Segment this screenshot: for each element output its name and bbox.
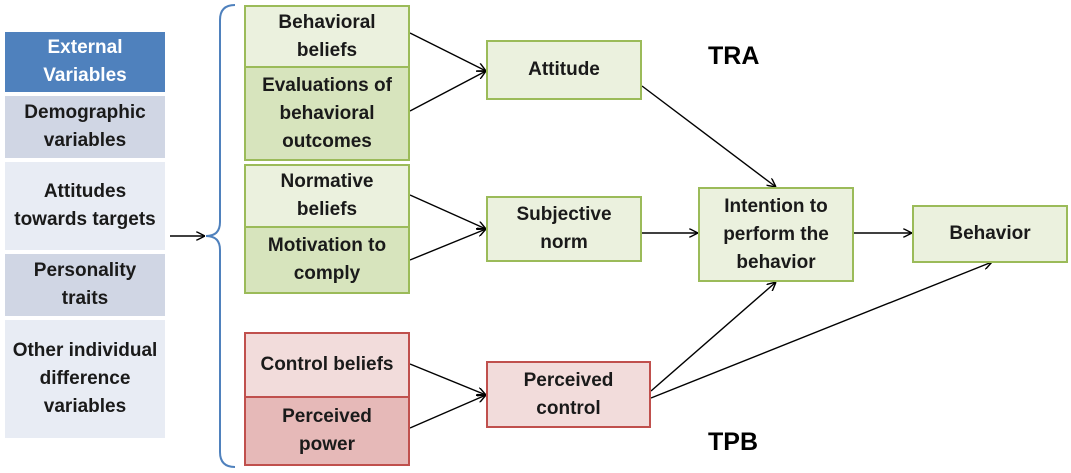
control-beliefs-box: Control beliefs [244,332,410,398]
normative-beliefs-box: Normative beliefs [244,164,410,228]
tpb-label: TPB [708,428,758,456]
arrow-control-beliefs-to-control [409,363,486,395]
arrow-behavioral-beliefs-to-attitude [409,32,486,71]
arrow-attitude-to-intention [641,85,776,187]
arrow-normative-to-norm [409,194,486,229]
behavioral-beliefs-box: Behavioral beliefs [244,5,410,68]
arrow-motivation-to-norm [409,229,486,261]
attitude-box: Attitude [486,40,642,100]
arrow-evaluations-to-attitude [409,71,486,112]
behavior-box: Behavior [912,205,1068,263]
demographic-variables: Demographic variables [5,96,165,158]
arrow-power-to-control [409,395,486,429]
perceived-power-box: Perceived power [244,396,410,466]
external-variables-header: External Variables [5,32,165,92]
motivation-to-comply-box: Motivation to comply [244,226,410,294]
tra-label: TRA [708,42,760,70]
curly-brace [205,4,236,468]
personality-traits: Personality traits [5,254,165,316]
evaluations-of-outcomes-box: Evaluations of behavioral outcomes [244,66,410,161]
subjective-norm-box: Subjective norm [486,196,642,262]
intention-box: Intention to perform the behavior [698,187,854,282]
attitudes-towards-targets: Attitudes towards targets [5,162,165,250]
arrow-control-to-intention [650,282,776,392]
other-individual-difference-variables: Other individual difference variables [5,320,165,438]
perceived-control-box: Perceived control [486,361,651,428]
arrow-control-to-behavior [650,262,992,399]
